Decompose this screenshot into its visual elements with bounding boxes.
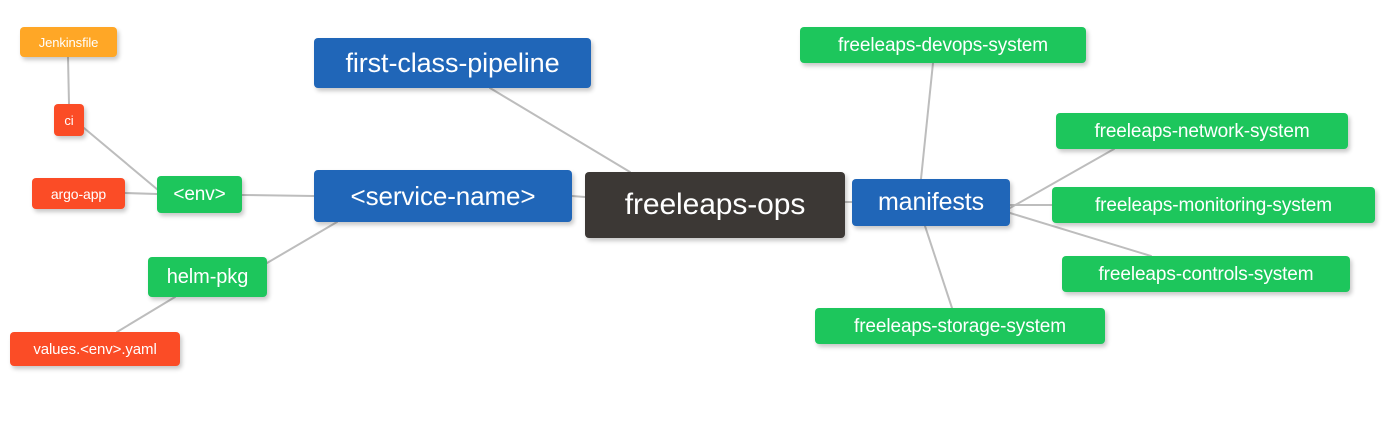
- node-freeleaps-controls-system[interactable]: freeleaps-controls-system: [1062, 256, 1350, 292]
- node-label-service-name: <service-name>: [350, 181, 536, 211]
- node-freeleaps-ops[interactable]: freeleaps-ops: [585, 172, 845, 238]
- node-label-freeleaps-controls-system: freeleaps-controls-system: [1098, 263, 1314, 285]
- node-ci[interactable]: ci: [54, 104, 84, 136]
- node-label-freeleaps-ops: freeleaps-ops: [624, 188, 806, 221]
- node-label-ci: ci: [64, 112, 74, 128]
- node-label-freeleaps-monitoring-system: freeleaps-monitoring-system: [1095, 194, 1332, 216]
- node-freeleaps-devops-system[interactable]: freeleaps-devops-system: [800, 27, 1086, 63]
- node-label-manifests: manifests: [877, 188, 985, 216]
- node-label-helm-pkg: helm-pkg: [166, 266, 249, 288]
- node-helm-pkg[interactable]: helm-pkg: [148, 257, 267, 297]
- node-manifests[interactable]: manifests: [852, 179, 1010, 226]
- node-service-name[interactable]: <service-name>: [314, 170, 572, 222]
- node-jenkinsfile[interactable]: Jenkinsfile: [20, 27, 117, 57]
- node-label-env: <env>: [173, 184, 226, 205]
- node-label-argo-app: argo-app: [50, 185, 107, 202]
- node-values-env-yaml[interactable]: values.<env>.yaml: [10, 332, 180, 366]
- node-label-freeleaps-network-system: freeleaps-network-system: [1094, 120, 1310, 142]
- node-label-values-env-yaml: values.<env>.yaml: [33, 340, 157, 358]
- node-freeleaps-network-system[interactable]: freeleaps-network-system: [1056, 113, 1348, 149]
- node-first-class-pipeline[interactable]: first-class-pipeline: [314, 38, 591, 88]
- node-label-freeleaps-devops-system: freeleaps-devops-system: [838, 34, 1048, 56]
- node-label-first-class-pipeline: first-class-pipeline: [345, 47, 560, 78]
- node-env[interactable]: <env>: [157, 176, 242, 213]
- node-label-jenkinsfile: Jenkinsfile: [38, 34, 99, 50]
- node-label-freeleaps-storage-system: freeleaps-storage-system: [854, 315, 1066, 337]
- node-freeleaps-monitoring-system[interactable]: freeleaps-monitoring-system: [1052, 187, 1375, 223]
- node-argo-app[interactable]: argo-app: [32, 178, 125, 209]
- node-freeleaps-storage-system[interactable]: freeleaps-storage-system: [815, 308, 1105, 344]
